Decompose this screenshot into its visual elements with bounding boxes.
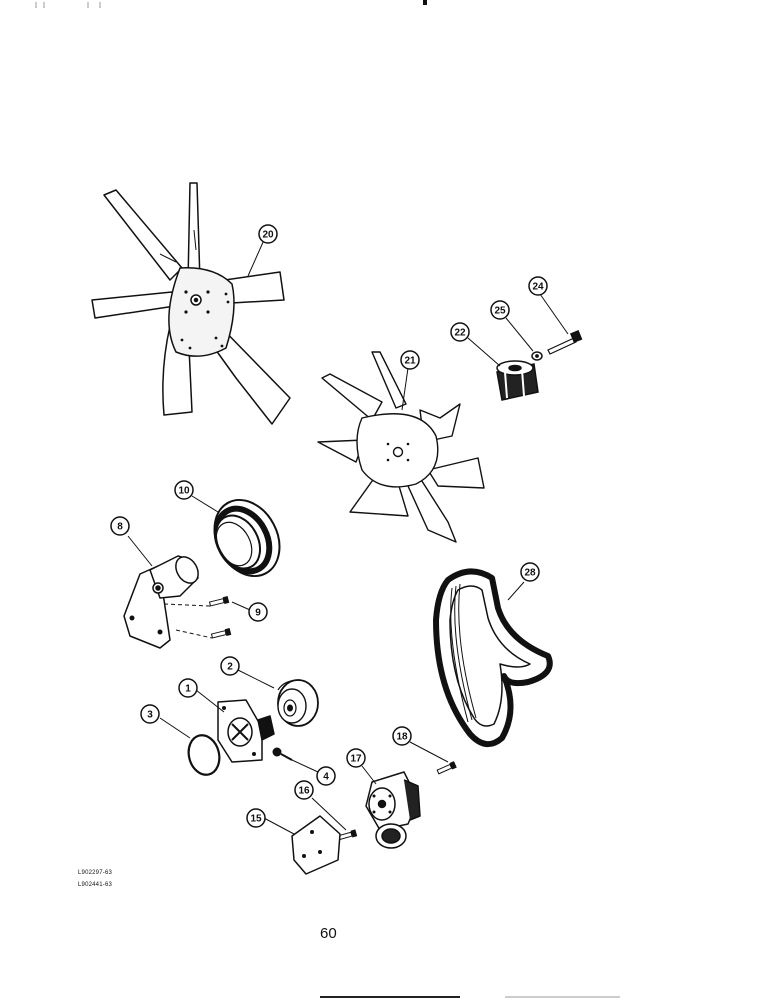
- fan-blade-assembly-20: [91, 182, 291, 425]
- callout-17-circle: [346, 748, 366, 768]
- leader-1: [195, 689, 225, 713]
- callout-3-circle: [140, 704, 160, 724]
- callout-4-circle: [316, 766, 336, 786]
- callout-10-label: 10: [178, 486, 190, 497]
- o-ring-3: [187, 734, 221, 776]
- callout-20-circle: [258, 224, 278, 244]
- callout-17: 17: [346, 748, 366, 768]
- water-outlet-housing-8: [123, 555, 199, 649]
- leader-28: [507, 581, 525, 601]
- callout-21-label: 21: [404, 356, 416, 367]
- callout-9: 9: [248, 602, 268, 622]
- callout-28-label: 28: [524, 568, 536, 579]
- callout-3: 3: [140, 704, 160, 724]
- callout-25-label: 25: [494, 306, 506, 317]
- callout-20: 20: [258, 224, 278, 244]
- water-pump-pulley-2: [277, 679, 319, 727]
- callout-16-label: 16: [298, 786, 310, 797]
- callout-9-label: 9: [255, 608, 261, 619]
- leader-9: [231, 601, 251, 611]
- capscrews-9: [208, 595, 232, 640]
- callout-1: 1: [178, 678, 198, 698]
- callout-8-circle: [110, 516, 130, 536]
- callout-21-circle: [400, 350, 420, 370]
- leader-22: [467, 337, 501, 367]
- pulley-10: [213, 498, 281, 578]
- callout-21: 21: [400, 350, 420, 370]
- scan-marks: [35, 0, 620, 998]
- callout-2-label: 2: [227, 662, 233, 673]
- leader-25: [505, 317, 534, 352]
- callout-18-circle: [392, 726, 412, 746]
- callout-4: 4: [316, 766, 336, 786]
- capscrew-4: [272, 747, 293, 761]
- callout-15: 15: [246, 808, 266, 828]
- callout-17-label: 17: [350, 754, 362, 765]
- callout-20-label: 20: [262, 230, 274, 241]
- leader-10: [191, 495, 219, 513]
- leader-20: [247, 239, 265, 277]
- callout-16: 16: [294, 780, 314, 800]
- callout-22-circle: [450, 322, 470, 342]
- leader-4: [291, 759, 319, 773]
- water-pump-1: [217, 699, 275, 763]
- callout-10: 10: [174, 480, 194, 500]
- reference-number-2: L902441-63: [78, 882, 113, 888]
- drive-belt-28: [433, 568, 553, 747]
- callout-28-circle: [520, 562, 540, 582]
- leader-24: [539, 293, 569, 335]
- belt-tensioner-17: [365, 771, 421, 849]
- callout-1-circle: [178, 678, 198, 698]
- washer-25: [531, 351, 543, 361]
- callout-22: 22: [450, 322, 470, 342]
- callout-25-circle: [490, 300, 510, 320]
- leader-15: [263, 817, 295, 835]
- leader-21: [401, 367, 409, 411]
- capscrew-24: [547, 330, 583, 355]
- callout-15-circle: [246, 808, 266, 828]
- callout-10-circle: [174, 480, 194, 500]
- fan-blade-small-21: [317, 351, 485, 543]
- callout-18: 18: [392, 726, 412, 746]
- callout-25: 25: [490, 300, 510, 320]
- callout-4-label: 4: [323, 772, 329, 783]
- leader-2: [237, 669, 275, 689]
- callout-3-label: 3: [147, 710, 153, 721]
- callout-22-label: 22: [454, 328, 466, 339]
- callout-8-label: 8: [117, 522, 123, 533]
- callout-24-label: 24: [532, 282, 544, 293]
- dashed-guides-9: [163, 603, 213, 639]
- callout-15-label: 15: [250, 814, 262, 825]
- callout-28: 28: [520, 562, 540, 582]
- fan-spacer-22: [496, 360, 539, 401]
- callout-2-circle: [220, 656, 240, 676]
- callout-9-circle: [248, 602, 268, 622]
- callout-1-label: 1: [185, 684, 191, 695]
- leader-16: [311, 797, 347, 831]
- page-number: 60: [320, 925, 337, 942]
- mounting-bracket-15: [291, 815, 341, 875]
- leader-3: [159, 717, 191, 739]
- callout-2: 2: [220, 656, 240, 676]
- callout-18-label: 18: [396, 732, 408, 743]
- leader-17: [361, 765, 377, 785]
- reference-number-1: L902297-63: [78, 870, 113, 876]
- leader-8: [127, 535, 153, 567]
- callout-8: 8: [110, 516, 130, 536]
- callout-24-circle: [528, 276, 548, 296]
- callout-24: 24: [528, 276, 548, 296]
- callout-16-circle: [294, 780, 314, 800]
- leader-18: [409, 741, 449, 763]
- capscrew-18: [436, 760, 458, 776]
